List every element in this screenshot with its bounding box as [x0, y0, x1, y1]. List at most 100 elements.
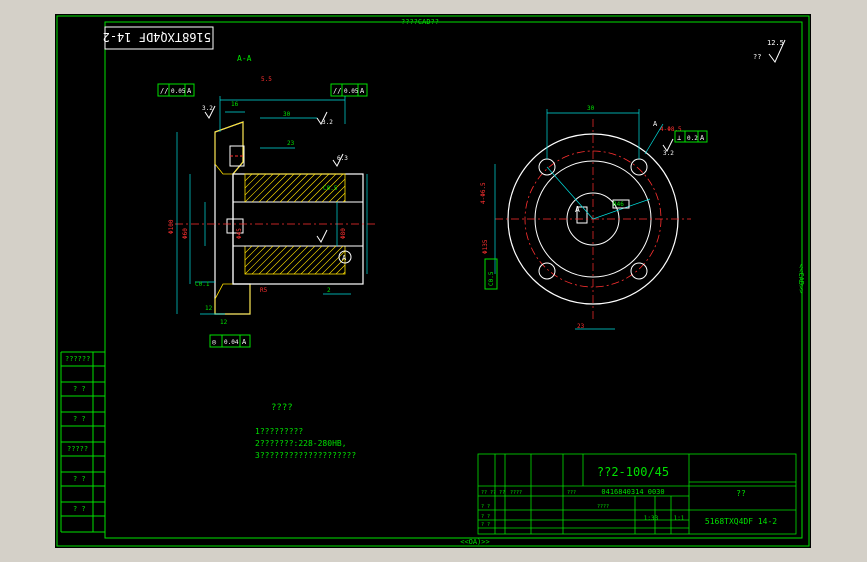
- title-col-1: ????: [510, 490, 522, 496]
- front-dim-30: 30: [587, 105, 595, 112]
- left-label-4: ? ?: [73, 475, 86, 483]
- hatch-line: [272, 173, 302, 203]
- tol-left-symbol: //: [160, 87, 168, 95]
- roughness-icon: [768, 39, 786, 63]
- front-tol-datum: A: [700, 134, 705, 142]
- hatch-line: [286, 245, 316, 275]
- tol-right-datum: A: [360, 87, 365, 95]
- hatch-line: [300, 173, 330, 203]
- hatch-line: [328, 185, 346, 203]
- hatch-line: [286, 173, 316, 203]
- title-row-1: ? ?: [481, 504, 490, 510]
- hatch-line: [314, 173, 344, 203]
- hatch-line: [307, 173, 337, 203]
- dim-phi100: Φ100: [168, 219, 175, 234]
- stamp-box: [104, 26, 214, 50]
- roughness-mark-3: [332, 153, 344, 167]
- dim-3-2-a: 3.2: [202, 105, 213, 112]
- title-block: [477, 453, 797, 535]
- notes-heading: ????: [271, 403, 293, 413]
- hatch-line: [342, 271, 346, 275]
- hatch-line: [244, 245, 267, 268]
- dim-r5: R5: [260, 287, 268, 294]
- tol-right-value: 0.05: [344, 88, 359, 95]
- hatch-line: [244, 173, 260, 189]
- front-green-note: C0.5: [488, 271, 495, 286]
- dim-phi60: Φ60: [182, 228, 189, 239]
- title-weight: 1:33: [644, 515, 659, 522]
- front-dim-3-2: 3.2: [663, 150, 674, 157]
- section-title: A-A: [237, 54, 252, 63]
- left-label-0: ??????: [65, 355, 90, 363]
- front-dim-r46: R46: [613, 201, 624, 208]
- left-label-1: ? ?: [73, 385, 86, 393]
- title-scale: 1:1: [674, 515, 685, 522]
- hatch-line: [265, 245, 295, 275]
- side-title: <<CAD>>: [797, 264, 805, 294]
- title-row-2: ? ?: [481, 514, 490, 520]
- front-dim-4phi: 4-Φ8.5: [660, 126, 682, 133]
- tol-bottom-datum: A: [242, 338, 247, 346]
- left-panel: [60, 351, 105, 533]
- dim-c01: C0.1: [195, 281, 210, 288]
- left-label-2: ? ?: [73, 415, 86, 423]
- front-roughness-icon: [662, 138, 674, 152]
- roughness-mark-1: [204, 105, 216, 119]
- left-label-3: ?????: [67, 445, 88, 453]
- hatch-line: [272, 245, 302, 275]
- front-view: [495, 119, 691, 319]
- datum-marker: [338, 250, 352, 264]
- hatch-line: [335, 264, 346, 275]
- dim-16: 16: [231, 101, 239, 108]
- title-drawing-no: 0416840314 0030: [601, 488, 664, 496]
- title-material: ??: [736, 489, 746, 498]
- stamp-part-no: 5168TXQ4DF 14-2: [103, 30, 211, 44]
- hatch-line: [244, 245, 260, 261]
- front-note-left: 4-Φ6.5: [480, 182, 487, 204]
- dim-top: 5.5: [261, 76, 272, 83]
- notes-item-1: 1?????????: [255, 427, 303, 436]
- title-code: 5168TXQ4DF 14-2: [705, 517, 777, 526]
- front-tol-symbol: ⊥: [677, 134, 681, 142]
- drawing-sheet[interactable]: ????CAD?? <<OA)>> <<CAD>> 5168TXQ4DF 14-…: [55, 14, 811, 548]
- tol-left-value: 0.05: [171, 88, 186, 95]
- title-col-0: ????: [597, 504, 609, 510]
- hatch-line: [314, 245, 344, 275]
- hatch-line: [244, 245, 253, 254]
- notes-item-2: 2???????:228-280HB,: [255, 439, 347, 448]
- front-datum-top: A: [653, 120, 658, 128]
- roughness-note: ??: [753, 53, 761, 61]
- hatch-line: [293, 245, 323, 275]
- tol-left-datum: A: [187, 87, 192, 95]
- notes-item-3: 3????????????????????: [255, 451, 356, 460]
- hatch-line: [321, 250, 346, 275]
- front-dim-lines: [494, 109, 664, 330]
- hatch-line: [251, 245, 281, 275]
- title-part-name: ??2-100/45: [597, 465, 669, 479]
- roughness-mark-4: [316, 229, 328, 243]
- roughness-mark-2: [316, 111, 328, 125]
- tol-bottom-value: 0.04: [224, 339, 239, 346]
- title-row-3: ? ?: [481, 522, 490, 528]
- tol-bottom-symbol: ◎: [212, 338, 217, 346]
- front-tolerance-frame: [674, 130, 708, 143]
- dim-12: 12: [205, 305, 213, 312]
- hatch-line: [244, 173, 267, 196]
- outer-frame: [56, 15, 810, 547]
- hatch-line: [300, 245, 330, 275]
- section-part: [175, 121, 375, 315]
- dim-23: 23: [287, 140, 295, 147]
- top-title: ????CAD??: [401, 18, 439, 26]
- dim-12-b: 12: [220, 319, 228, 326]
- section-hatch: [244, 173, 346, 275]
- front-dim-23: 23: [577, 323, 585, 330]
- hatch-line: [342, 199, 346, 203]
- front-dim-box: [612, 199, 630, 209]
- inner-frame: [104, 21, 803, 539]
- hatch-line: [321, 178, 346, 203]
- tolerance-frame-bottom: [209, 334, 251, 348]
- front-dim-phi135: Φ135: [482, 239, 489, 254]
- hatch-line: [328, 257, 346, 275]
- front-datum-center: A: [575, 205, 580, 214]
- hatch-line: [244, 173, 253, 182]
